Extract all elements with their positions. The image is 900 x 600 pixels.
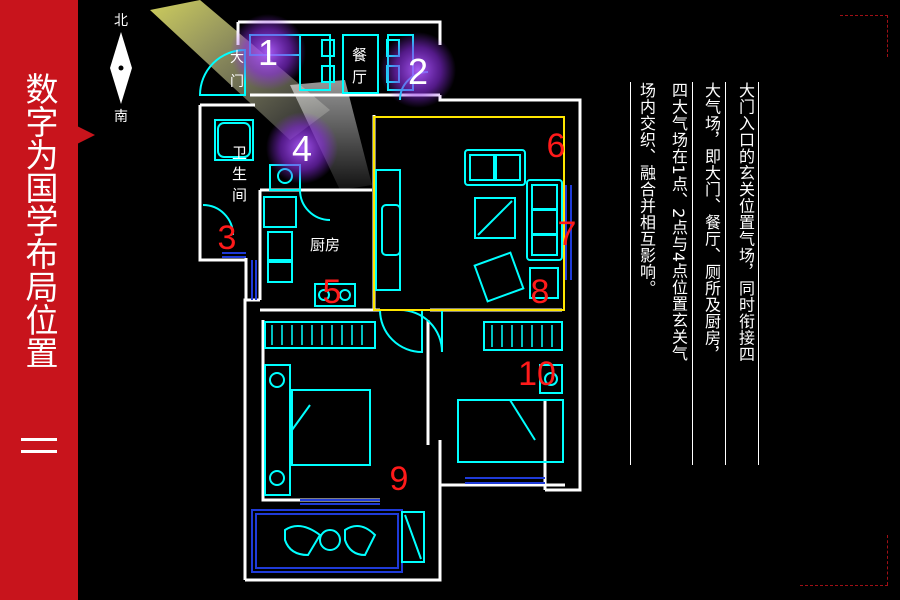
marker-4: 4 <box>292 128 312 169</box>
compass-south-label: 南 <box>114 109 128 125</box>
label-bath-2: 生 <box>232 165 247 183</box>
description-divider-3 <box>692 82 693 465</box>
label-entrance-1: 大 <box>230 50 244 66</box>
sidebar-pointer-arrow <box>77 126 95 144</box>
frame-corner-bottom <box>800 585 888 586</box>
walls <box>198 20 582 582</box>
label-bath-1: 卫 <box>232 144 247 162</box>
label-dining-1: 餐 <box>352 46 367 64</box>
label-bath-3: 间 <box>232 186 247 204</box>
marker-6: 6 <box>547 127 566 165</box>
marker-8: 8 <box>531 273 550 311</box>
room-labels: 大 门 餐 厅 卫 生 间 厨房 <box>230 46 367 254</box>
label-kitchen: 厨房 <box>310 236 340 254</box>
description-divider-4 <box>630 82 631 465</box>
description-column-2: 大气场，即大门、餐厅、厕所及厨房， <box>702 82 721 363</box>
marker-7: 7 <box>558 215 577 253</box>
label-dining-2: 厅 <box>352 68 367 86</box>
glow-marker-2 <box>380 32 456 108</box>
description-column-1: 大门入口的玄关位置气场，同时衔接四 <box>736 82 755 363</box>
marker-10: 10 <box>518 355 556 393</box>
compass: 北 南 <box>110 13 132 125</box>
description-column-3: 四大气场在1点、2点与4点位置玄关气 <box>669 82 688 362</box>
frame-corner-top <box>840 15 888 16</box>
description-divider-2 <box>725 82 726 465</box>
marker-2: 2 <box>408 51 428 92</box>
marker-9: 9 <box>390 460 409 498</box>
marker-5: 5 <box>323 273 342 311</box>
frame-corner-bottom-side <box>887 535 888 585</box>
description-divider-1 <box>758 82 759 465</box>
glow-marker-1 <box>230 14 306 90</box>
sidebar-decoration-lines <box>21 438 57 462</box>
description-column-4: 场内交织、融合并相互影响。 <box>637 82 656 297</box>
marker-3: 3 <box>218 219 237 257</box>
sidebar-title: 数字为国学布局位置 <box>20 72 59 369</box>
frame-corner-top-side <box>887 15 888 57</box>
sidebar: 数字为国学布局位置 <box>0 0 78 600</box>
marker-1: 1 <box>258 32 278 73</box>
glow-marker-labels: 1 2 4 <box>258 32 428 169</box>
red-marker-labels: 3 5 6 7 8 9 10 <box>218 127 577 498</box>
compass-north-label: 北 <box>114 13 128 29</box>
living-room-outline <box>373 116 565 311</box>
glow-marker-4 <box>266 112 338 184</box>
label-entrance-2: 门 <box>230 74 244 90</box>
